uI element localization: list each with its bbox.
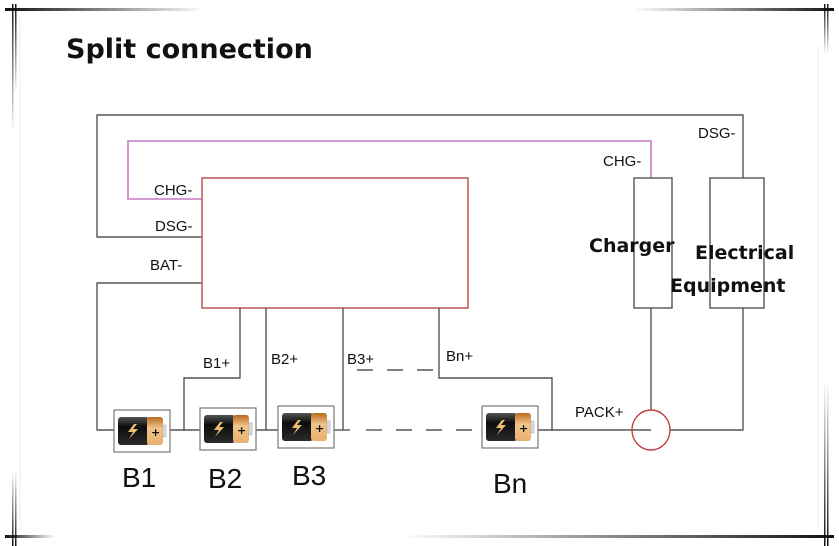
cell-label-b2: B2 (208, 463, 242, 494)
battery-icon: + (282, 413, 331, 441)
svg-text:+: + (237, 424, 246, 437)
battery-icon: + (118, 417, 167, 445)
tap-label-b3: B3+ (347, 351, 374, 368)
bat-minus-wire (96, 282, 202, 431)
port-label-bat: BAT- (150, 257, 182, 274)
bms-board (201, 177, 469, 309)
cell-label-b1: B1 (122, 462, 156, 493)
port-label-chg: CHG- (154, 182, 192, 199)
svg-text:+: + (519, 422, 528, 435)
battery-icon: + (486, 413, 535, 441)
svg-text:+: + (151, 426, 160, 439)
page-title: Split connection (66, 34, 313, 65)
battery-cell-bn: + (481, 405, 539, 449)
pack-plus-label: PACK+ (575, 404, 624, 421)
dsg-right-label: DSG- (698, 125, 736, 142)
cell-label-bn: Bn (493, 468, 527, 499)
svg-text:+: + (315, 422, 324, 435)
tap-wire-bn (438, 308, 553, 430)
chg-right-label: CHG- (603, 153, 641, 170)
tap-label-bn: Bn+ (446, 348, 473, 365)
charger-label: Charger (589, 235, 675, 257)
equipment-label-line2: Equipment (670, 275, 786, 297)
port-label-dsg: DSG- (155, 218, 193, 235)
dsg-wire (96, 114, 744, 238)
battery-cell-b2: + (199, 407, 257, 451)
tap-label-b1: B1+ (203, 355, 230, 372)
equipment-down-wire (670, 308, 744, 431)
tap-wire-b1 (183, 308, 241, 430)
battery-icon: + (204, 415, 253, 443)
tap-label-b2: B2+ (271, 351, 298, 368)
battery-cell-b3: + (277, 405, 335, 449)
equipment-box (709, 177, 765, 309)
cell-label-b3: B3 (292, 460, 326, 491)
chg-wire (127, 140, 652, 200)
charger-box (633, 177, 673, 309)
frame-decoration (5, 4, 834, 546)
equipment-label-line1: Electrical (695, 242, 794, 264)
pack-plus-node (631, 409, 671, 451)
battery-cell-b1: + (113, 409, 171, 453)
